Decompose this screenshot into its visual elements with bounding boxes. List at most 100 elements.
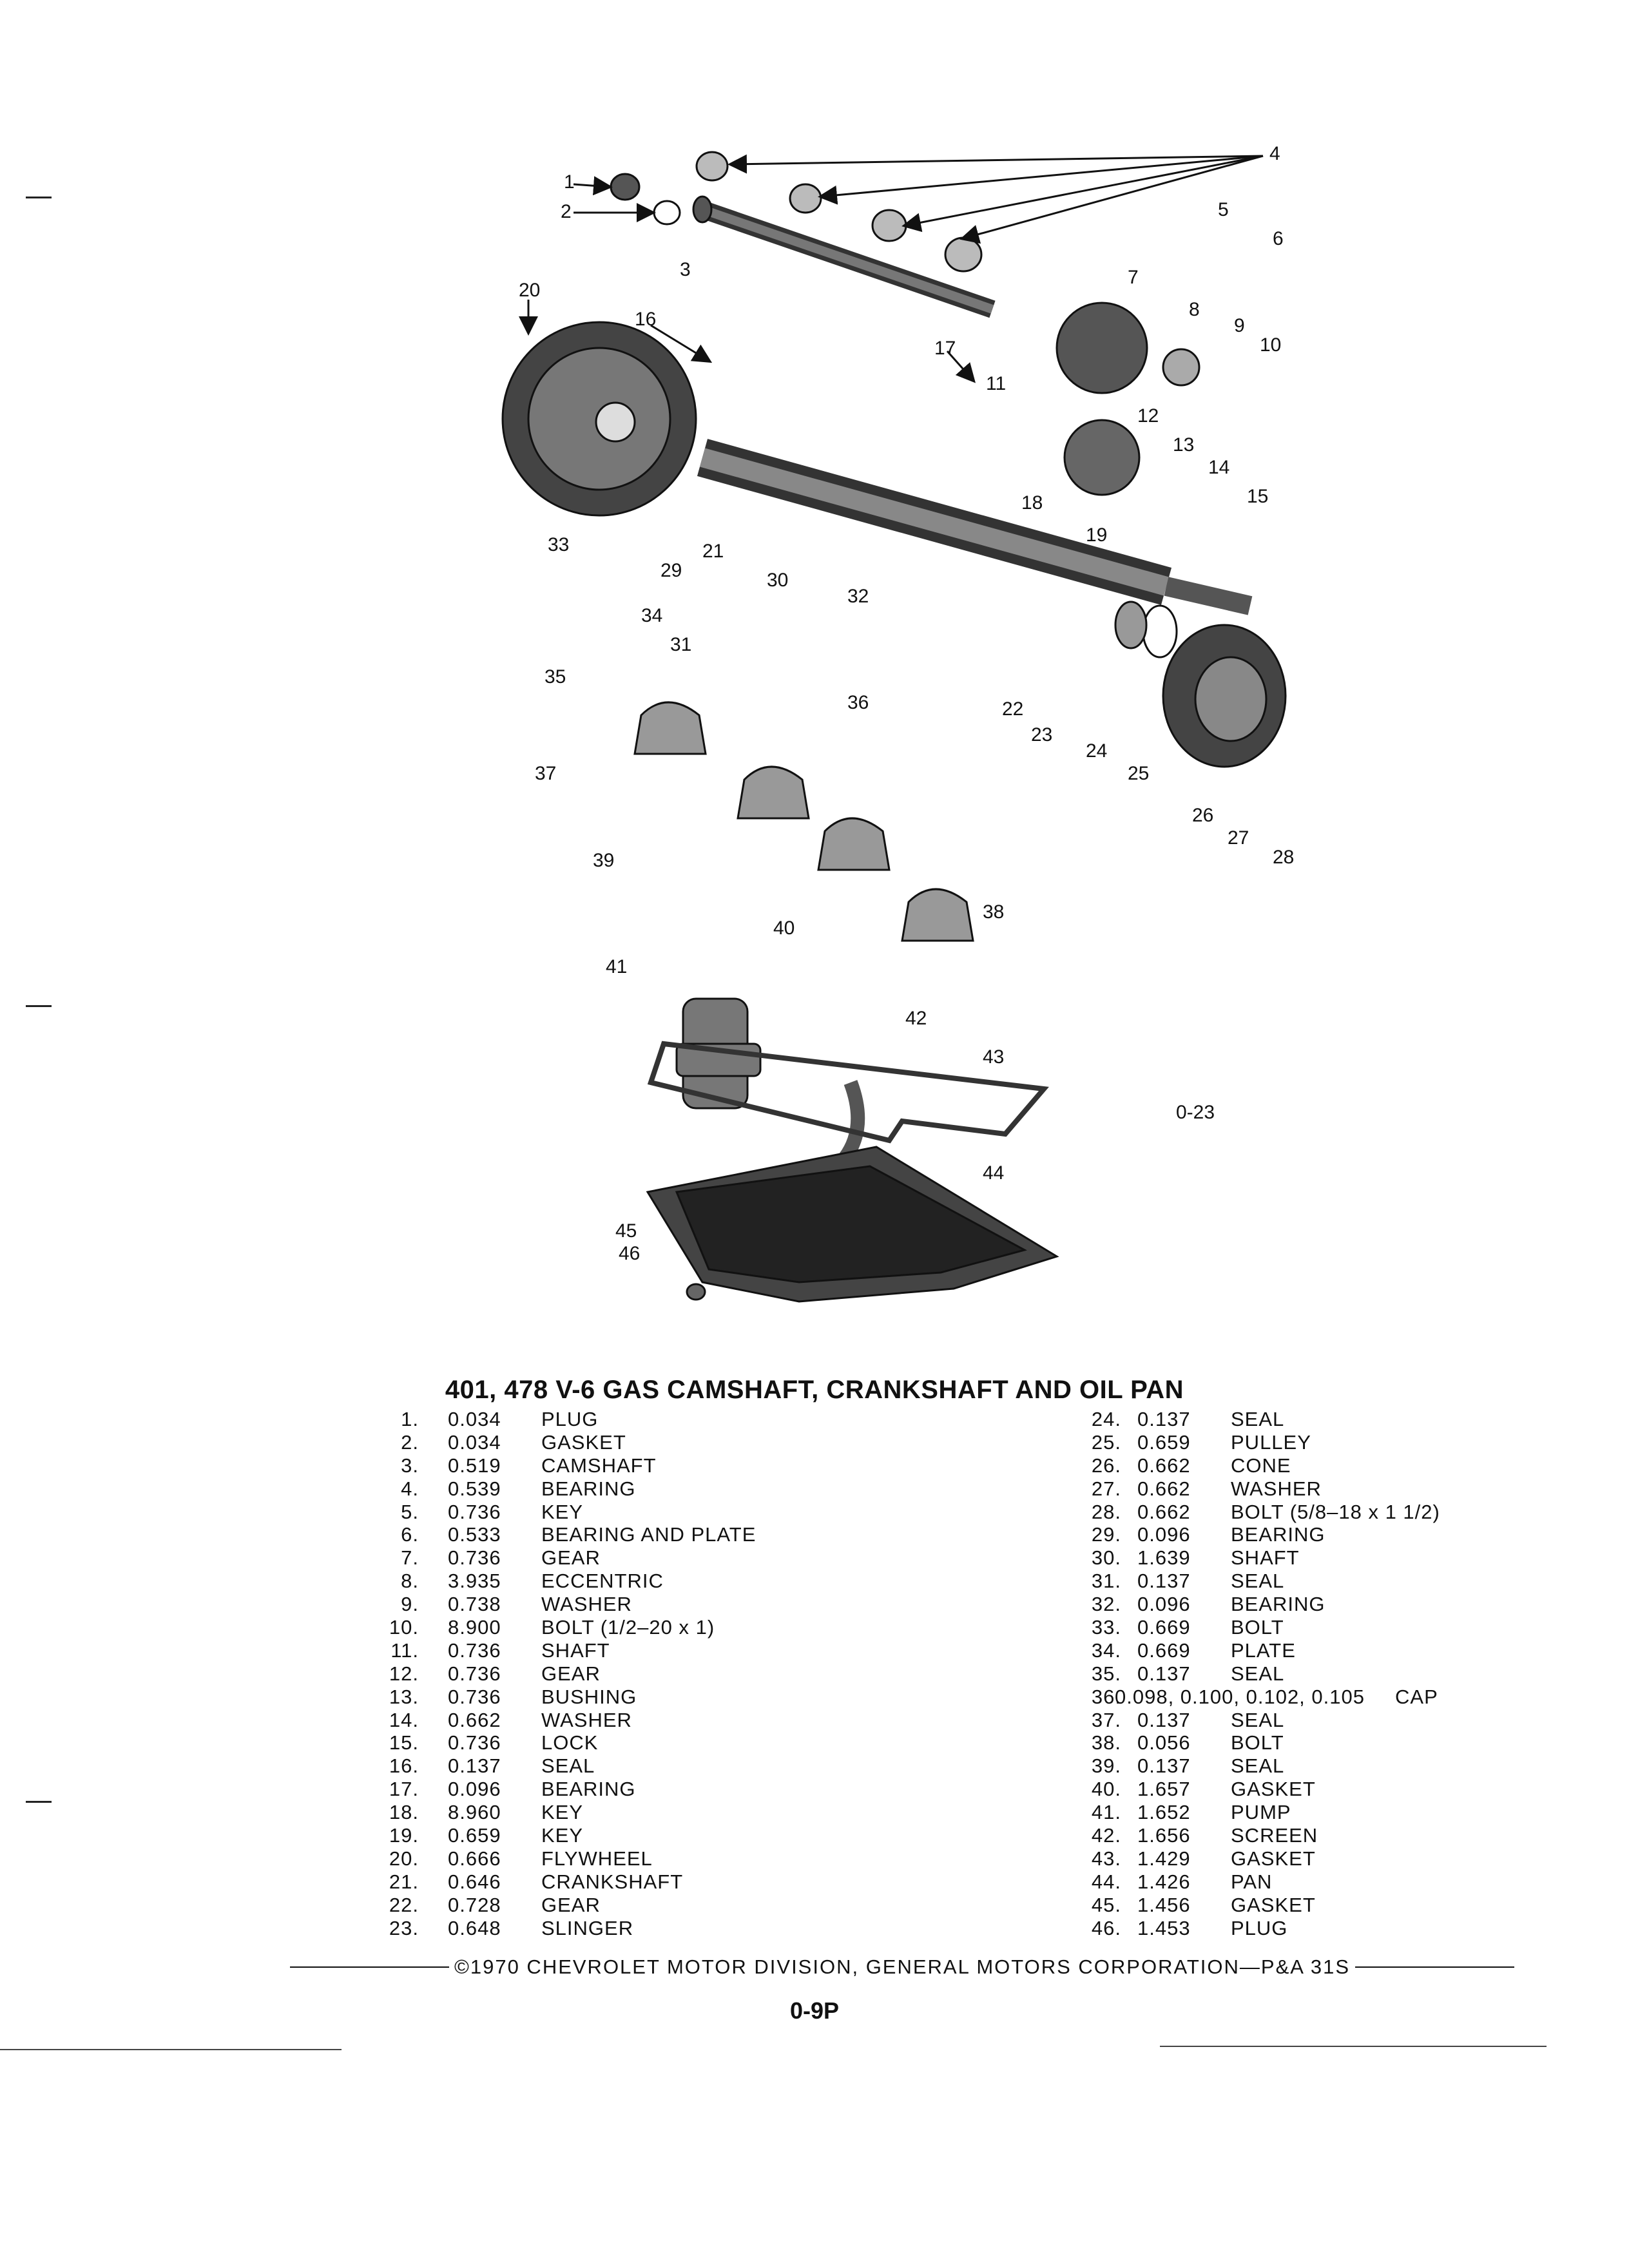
part-code: 0.736 bbox=[448, 1731, 501, 1754]
callout-40: 40 bbox=[773, 918, 795, 939]
part-code: 1.652 bbox=[1137, 1801, 1191, 1824]
part-desc: PLUG bbox=[541, 1408, 599, 1430]
part-code: 1.453 bbox=[1137, 1916, 1191, 1939]
bottom-rule-left bbox=[0, 2049, 342, 2050]
part-num: 43. bbox=[1091, 1847, 1121, 1870]
callout-36: 36 bbox=[847, 692, 869, 713]
part-code: 1.426 bbox=[1137, 1870, 1191, 1893]
oil-pump-drawing bbox=[675, 997, 762, 1110]
part-num: 2. bbox=[401, 1430, 419, 1454]
part-num: 45. bbox=[1091, 1893, 1121, 1916]
page-number: 0-9P bbox=[789, 1997, 840, 2024]
part-desc: WASHER bbox=[1231, 1477, 1322, 1500]
callout-6: 6 bbox=[1273, 228, 1284, 249]
copyright-line: ©1970 CHEVROLET MOTOR DIVISION, GENERAL … bbox=[290, 1956, 1515, 1979]
copyright-text: ©1970 CHEVROLET MOTOR DIVISION, GENERAL … bbox=[454, 1956, 1350, 1978]
crankshaft-drawing bbox=[697, 439, 1253, 615]
cam-bearings-drawing bbox=[695, 151, 983, 273]
callout-29: 29 bbox=[660, 560, 682, 581]
part-num: 5. bbox=[401, 1500, 419, 1523]
callout-5: 5 bbox=[1218, 199, 1229, 220]
callout-3: 3 bbox=[680, 259, 691, 280]
callout-1: 1 bbox=[564, 171, 575, 193]
callout-26: 26 bbox=[1192, 805, 1213, 826]
part-desc: GASKET bbox=[541, 1430, 626, 1454]
part-code: 0.659 bbox=[448, 1824, 501, 1847]
flywheel-drawing bbox=[501, 321, 697, 517]
part-code: 1.656 bbox=[1137, 1824, 1191, 1847]
part-desc: PLUG bbox=[1231, 1916, 1288, 1939]
part-desc: GEAR bbox=[541, 1546, 601, 1570]
pan-gasket-drawing bbox=[647, 1041, 1049, 1144]
part-num: 1. bbox=[401, 1408, 419, 1430]
part-num: 15. bbox=[389, 1731, 419, 1754]
part-num: 11. bbox=[390, 1639, 419, 1662]
part-desc: CAMSHAFT bbox=[541, 1454, 657, 1477]
part-code: 0.034 bbox=[448, 1408, 501, 1430]
part-num: 3. bbox=[401, 1454, 419, 1477]
parts-list-title: 401, 478 V-6 GAS CAMSHAFT, CRANKSHAFT AN… bbox=[445, 1376, 1184, 1404]
part-desc: CRANKSHAFT bbox=[541, 1870, 684, 1893]
callout-24: 24 bbox=[1086, 740, 1107, 762]
part-desc: SCREEN bbox=[1231, 1824, 1318, 1847]
callout-18: 18 bbox=[1021, 492, 1043, 514]
callout-46: 46 bbox=[619, 1243, 640, 1264]
part-code: 0.096 bbox=[1137, 1523, 1191, 1546]
part-desc: BEARING bbox=[541, 1477, 636, 1500]
part-code: 0.736 bbox=[448, 1685, 501, 1708]
part-num: 13. bbox=[389, 1685, 419, 1708]
part-num: 18. bbox=[389, 1801, 419, 1824]
callout-27: 27 bbox=[1228, 827, 1249, 849]
part-desc: BUSHING bbox=[541, 1685, 637, 1708]
part-code: 0.533 bbox=[448, 1523, 501, 1546]
part-desc: SEAL bbox=[1231, 1570, 1285, 1593]
part-desc: WASHER bbox=[541, 1593, 632, 1616]
part-num: 42. bbox=[1091, 1824, 1121, 1847]
callout-20: 20 bbox=[519, 280, 540, 301]
callout-25: 25 bbox=[1128, 763, 1149, 784]
part-desc: BEARING bbox=[1231, 1523, 1325, 1546]
part-code: 0.137 bbox=[1137, 1662, 1191, 1685]
part-code: 0.096 bbox=[1137, 1593, 1191, 1616]
part-desc: PUMP bbox=[1231, 1801, 1291, 1824]
part-desc: BOLT (1/2–20 x 1) bbox=[541, 1616, 715, 1639]
cam-gear-drawing bbox=[1055, 302, 1148, 394]
bottom-rule-right bbox=[1160, 2046, 1547, 2047]
callout-9: 9 bbox=[1234, 315, 1245, 336]
part-num: 9. bbox=[401, 1593, 419, 1616]
plug-drawing bbox=[610, 173, 641, 201]
callout-21: 21 bbox=[702, 541, 724, 562]
callout-2: 2 bbox=[561, 201, 572, 222]
part-code: 0.662 bbox=[1137, 1500, 1191, 1523]
part-num: 20. bbox=[389, 1847, 419, 1870]
part-num: 28. bbox=[1091, 1500, 1121, 1523]
part-code: 0.662 bbox=[448, 1708, 501, 1731]
callout-43: 43 bbox=[983, 1046, 1004, 1068]
part-num: 38. bbox=[1091, 1731, 1121, 1754]
part-desc: CONE bbox=[1231, 1454, 1291, 1477]
part-desc: PULLEY bbox=[1231, 1430, 1311, 1454]
part-num: 29. bbox=[1091, 1523, 1121, 1546]
part-desc: KEY bbox=[541, 1500, 584, 1523]
part-code: 0.519 bbox=[448, 1454, 501, 1477]
part-num: 30. bbox=[1091, 1546, 1121, 1570]
callout-4: 4 bbox=[1269, 143, 1280, 164]
camshaft-drawing bbox=[692, 195, 996, 318]
part-code: 0.669 bbox=[1137, 1616, 1191, 1639]
part-code: 0.738 bbox=[448, 1593, 501, 1616]
callout-19: 19 bbox=[1086, 524, 1107, 546]
idler-gear-drawing bbox=[1063, 419, 1141, 496]
part-code: 0.736 bbox=[448, 1500, 501, 1523]
callout-13: 13 bbox=[1173, 434, 1194, 456]
callout-37: 37 bbox=[535, 763, 556, 784]
part-desc: BEARING AND PLATE bbox=[541, 1523, 757, 1546]
callout-31: 31 bbox=[670, 634, 691, 655]
part-code: 8.900 bbox=[448, 1616, 501, 1639]
callout-41: 41 bbox=[606, 956, 627, 977]
part-desc: SLINGER bbox=[541, 1916, 634, 1939]
part-num: 39. bbox=[1091, 1754, 1121, 1778]
part-desc: PAN bbox=[1231, 1870, 1273, 1893]
part-num: 44. bbox=[1091, 1870, 1121, 1893]
part-code: 0.137 bbox=[1137, 1408, 1191, 1430]
part-desc: SHAFT bbox=[541, 1639, 610, 1662]
